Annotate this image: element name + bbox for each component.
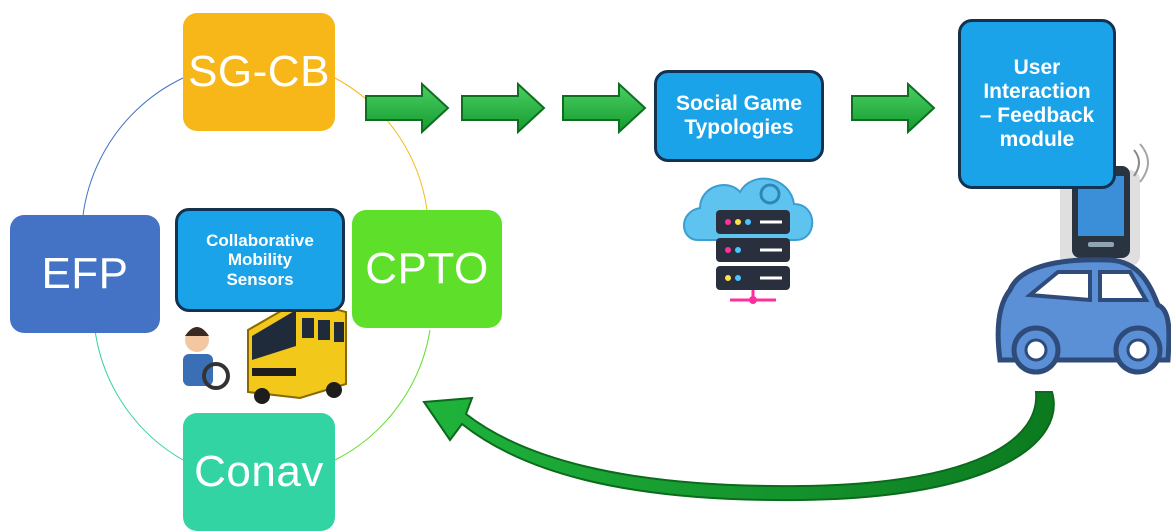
arrow-right-3 bbox=[562, 81, 647, 135]
node-cpto-label: CPTO bbox=[365, 244, 489, 293]
collaborative-mobility-sensors-box: Collaborative Mobility Sensors bbox=[175, 208, 345, 312]
collab-line-2: Mobility bbox=[227, 250, 293, 270]
sgt-line-1: Social Game bbox=[675, 91, 803, 115]
social-game-typologies-box: Social Game Typologies bbox=[654, 70, 824, 162]
node-conav: Conav bbox=[183, 413, 335, 531]
school-bus-icon bbox=[247, 292, 347, 404]
ui-line-1: User bbox=[1013, 55, 1061, 79]
arrow-right-1 bbox=[365, 81, 450, 135]
node-cpto: CPTO bbox=[352, 210, 502, 328]
ui-line-4: module bbox=[999, 128, 1075, 152]
node-conav-label: Conav bbox=[194, 447, 324, 496]
node-efp: EFP bbox=[10, 215, 160, 333]
flow-arrows bbox=[365, 81, 936, 135]
driver-icon bbox=[183, 327, 230, 390]
collab-line-3: Sensors bbox=[226, 269, 294, 289]
sgt-line-2: Typologies bbox=[684, 116, 794, 139]
node-sg-cb: SG-CB bbox=[183, 13, 335, 131]
arrow-right-2 bbox=[461, 81, 546, 135]
ui-line-3: – Feedback bbox=[979, 104, 1095, 127]
cloud-server-icon bbox=[683, 177, 814, 304]
collab-line-1: Collaborative bbox=[206, 230, 314, 250]
ui-line-2: Interaction bbox=[983, 79, 1091, 103]
feedback-curved-arrow bbox=[422, 391, 1055, 502]
user-interaction-feedback-box: User Interaction – Feedback module bbox=[958, 19, 1116, 189]
node-sg-cb-label: SG-CB bbox=[188, 47, 330, 96]
arrow-right-4 bbox=[851, 81, 936, 135]
node-efp-label: EFP bbox=[41, 249, 129, 298]
car-icon bbox=[995, 257, 1171, 375]
